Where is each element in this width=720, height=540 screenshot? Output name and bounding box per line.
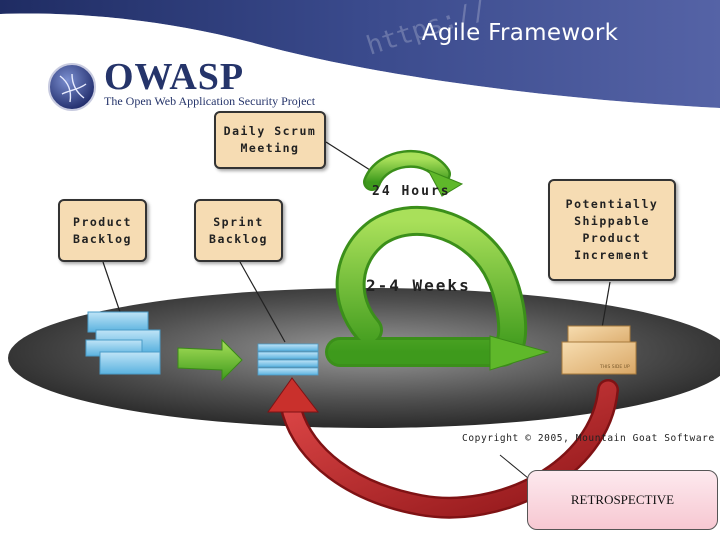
- copyright-text: Copyright © 2005, Mountain Goat Software: [462, 433, 715, 444]
- weeks-label: 2-4 Weeks: [366, 276, 471, 295]
- increment-label: Potentially Shippable Product Increment: [548, 179, 676, 281]
- increment-boxes: THIS SIDE UP: [561, 325, 637, 375]
- sprint-backlog-stack: [257, 343, 319, 376]
- hours-label: 24 Hours: [372, 184, 451, 199]
- retrospective-arrow: [267, 377, 619, 519]
- product-backlog-blocks: [85, 311, 161, 375]
- retrospective-callout: RETROSPECTIVE: [527, 470, 718, 530]
- box-stamp: THIS SIDE UP: [599, 364, 630, 370]
- pointer-line-product-backlog: [102, 261, 121, 313]
- sprint-cycle-arrow: [325, 205, 550, 371]
- backlog-to-sprint-arrow: [177, 338, 243, 382]
- agile-diagram: THIS SIDE UP: [8, 141, 720, 519]
- product-backlog-label: Product Backlog: [58, 199, 147, 262]
- owasp-logo-icon: [48, 63, 96, 111]
- pointer-line-daily-scrum: [325, 141, 371, 171]
- pointer-line-increment: [601, 281, 611, 329]
- sprint-backlog-label: Sprint Backlog: [194, 199, 283, 262]
- pointer-line-sprint-backlog: [239, 261, 286, 343]
- daily-scrum-label: Daily Scrum Meeting: [214, 111, 326, 169]
- owasp-subtitle: The Open Web Application Security Projec…: [104, 94, 316, 108]
- retrospective-pointer: [499, 454, 529, 479]
- owasp-brand: OWASP: [104, 56, 245, 98]
- daily-cycle-arrow: [363, 149, 464, 197]
- slide-title: Agile Framework: [421, 20, 619, 46]
- header-banner: https://: [0, 0, 720, 110]
